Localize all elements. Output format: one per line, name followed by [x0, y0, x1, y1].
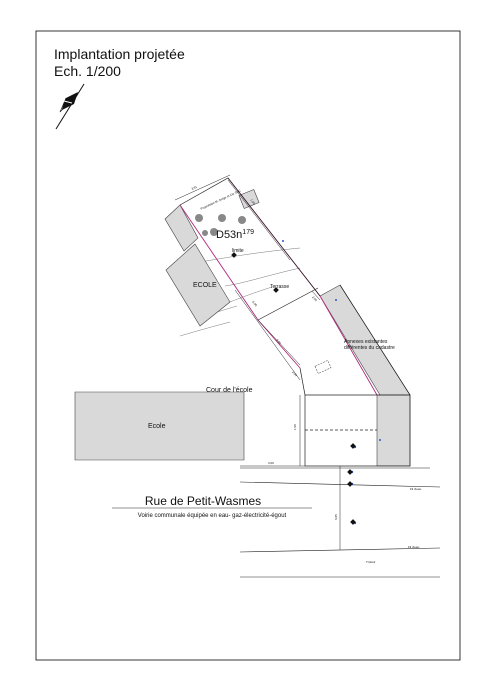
dim-d4: 6,05 [251, 300, 258, 307]
courtyard-label: Cour de l'école [206, 387, 253, 394]
parcel-outline [179, 177, 411, 467]
building-label-ecole-main: Ecole [148, 423, 166, 430]
dim-d7: 1,50 [293, 424, 297, 430]
annex-note-1: Annexes existantes [344, 339, 388, 345]
plan-scale: Ech. 1/200 [54, 63, 121, 79]
small-shed [238, 189, 260, 209]
proposed-marker [314, 360, 332, 374]
terrasse-label: Terrasse [270, 284, 289, 290]
dim-d8: 3,00 [268, 461, 274, 465]
fil-eau-label-2: Fil d'eau [408, 545, 420, 549]
building-right-block [376, 394, 411, 467]
building-top-left [164, 204, 199, 252]
parcel-label: D53n179 [216, 229, 254, 241]
neighbour-buildings [74, 189, 411, 467]
dim-d9: 6,05 [334, 514, 338, 520]
trees [195, 214, 246, 236]
trottoir-label: Trottoir [366, 560, 375, 564]
annex-note-2: différentes du cadastre [344, 345, 395, 351]
dimension-lines [174, 174, 341, 550]
dim-d1: 3,91 [191, 185, 198, 191]
building-label-ecole-top: ECOLE [193, 282, 217, 289]
street-name: Rue de Petit-Wasmes [145, 494, 261, 508]
street-lines [239, 467, 441, 578]
dimension-values: 3,91 7,90 2,00 6,05 9,60 2,00 1,50 3,00 … [191, 185, 338, 520]
north-arrow-icon [55, 83, 85, 130]
survey-points [282, 240, 381, 525]
dim-d2: 7,90 [249, 198, 256, 205]
fil-eau-label-1: Fil d'eau [410, 487, 422, 491]
street-description: Voirie communale équipée en eau- gaz-éle… [138, 513, 287, 519]
owner-note: Propriétaire M. Dirige et Cie SNC [200, 188, 242, 211]
building-ecole-top [165, 243, 231, 327]
limite-label: limite [232, 248, 244, 254]
plan-title: Implantation projetée [54, 46, 185, 62]
sheet-border [35, 30, 461, 661]
dim-d5: 9,60 [275, 338, 282, 345]
dim-d3: 2,00 [311, 295, 318, 302]
level-markers [231, 252, 356, 525]
building-ecole-main [74, 391, 245, 461]
dim-d6: 2,00 [291, 370, 298, 377]
